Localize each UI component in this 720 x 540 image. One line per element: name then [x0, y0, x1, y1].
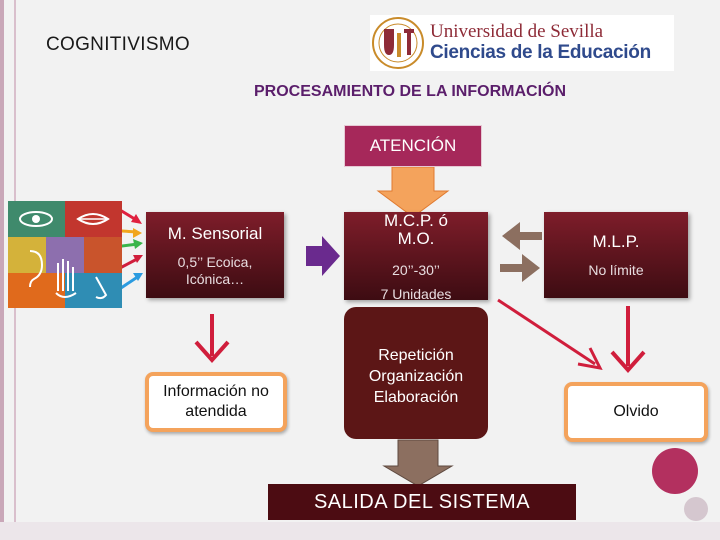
processing-box: Repetición Organización Elaboración — [344, 307, 488, 439]
sensory-memory-detail-2: Icónica… — [185, 271, 245, 287]
slide-title: COGNITIVISMO — [46, 34, 190, 55]
processing-item-rehearsal: Repetición — [378, 347, 454, 364]
logo-line-2: Ciencias de la Educación — [430, 42, 651, 63]
university-seal-icon — [372, 17, 424, 69]
senses-image — [8, 201, 122, 308]
hand-icon — [55, 259, 77, 298]
short-term-memory-detail-2: 7 Unidades — [380, 286, 452, 302]
system-output-label: SALIDA DEL SISTEMA — [313, 490, 531, 513]
short-term-memory-box: M.C.P. ó M.O. 20’’-30’’ 7 Unidades — [344, 211, 488, 302]
unattended-info-box: Información no atendida — [145, 372, 287, 432]
retrieval-arrow — [502, 222, 542, 250]
decorative-circle-small — [684, 497, 708, 521]
short-term-memory-title-1: M.C.P. ó — [384, 211, 448, 230]
exit-arrow — [382, 439, 454, 487]
ear-icon — [29, 250, 44, 288]
attention-box: ATENCIÓN — [344, 125, 482, 167]
decorative-circle — [652, 448, 698, 494]
short-term-memory-title-2: M.O. — [397, 229, 435, 248]
nose-icon — [95, 276, 108, 300]
long-term-memory-title: M.L.P. — [592, 232, 640, 251]
attention-arrow — [376, 166, 450, 218]
forgetting-box: Olvido — [564, 382, 708, 442]
university-logo: Universidad de Sevilla Ciencias de la Ed… — [370, 15, 674, 71]
unattended-line-2: atendida — [185, 403, 247, 420]
sensory-memory-title: M. Sensorial — [167, 224, 263, 243]
system-output-box: SALIDA DEL SISTEMA — [268, 484, 576, 520]
logo-line-1: Universidad de Sevilla — [430, 21, 604, 42]
purple-arrow — [306, 236, 340, 276]
diagram-subtitle: PROCESAMIENTO DE LA INFORMACIÓN — [254, 83, 567, 100]
processing-item-elaboration: Elaboración — [373, 389, 459, 406]
forgetting-arrow-diagonal — [497, 298, 596, 366]
sensory-memory-detail-1: 0,5’’ Ecoica, — [177, 254, 253, 270]
unattended-line-1: Información no — [163, 383, 269, 400]
lips-icon — [76, 213, 110, 225]
storage-arrow — [500, 254, 540, 282]
processing-item-organization: Organización — [368, 368, 464, 385]
sensory-memory-box: M. Sensorial 0,5’’ Ecoica, Icónica… — [146, 212, 284, 298]
processing-list: Repetición Organización Elaboración — [344, 345, 488, 408]
long-term-memory-detail: No límite — [588, 262, 644, 278]
long-term-memory-box: M.L.P. No límite — [544, 212, 688, 298]
short-term-memory-detail-1: 20’’-30’’ — [392, 262, 440, 278]
bottom-band — [0, 522, 720, 540]
eye-icon — [19, 211, 53, 227]
frame-stripe — [0, 0, 4, 540]
